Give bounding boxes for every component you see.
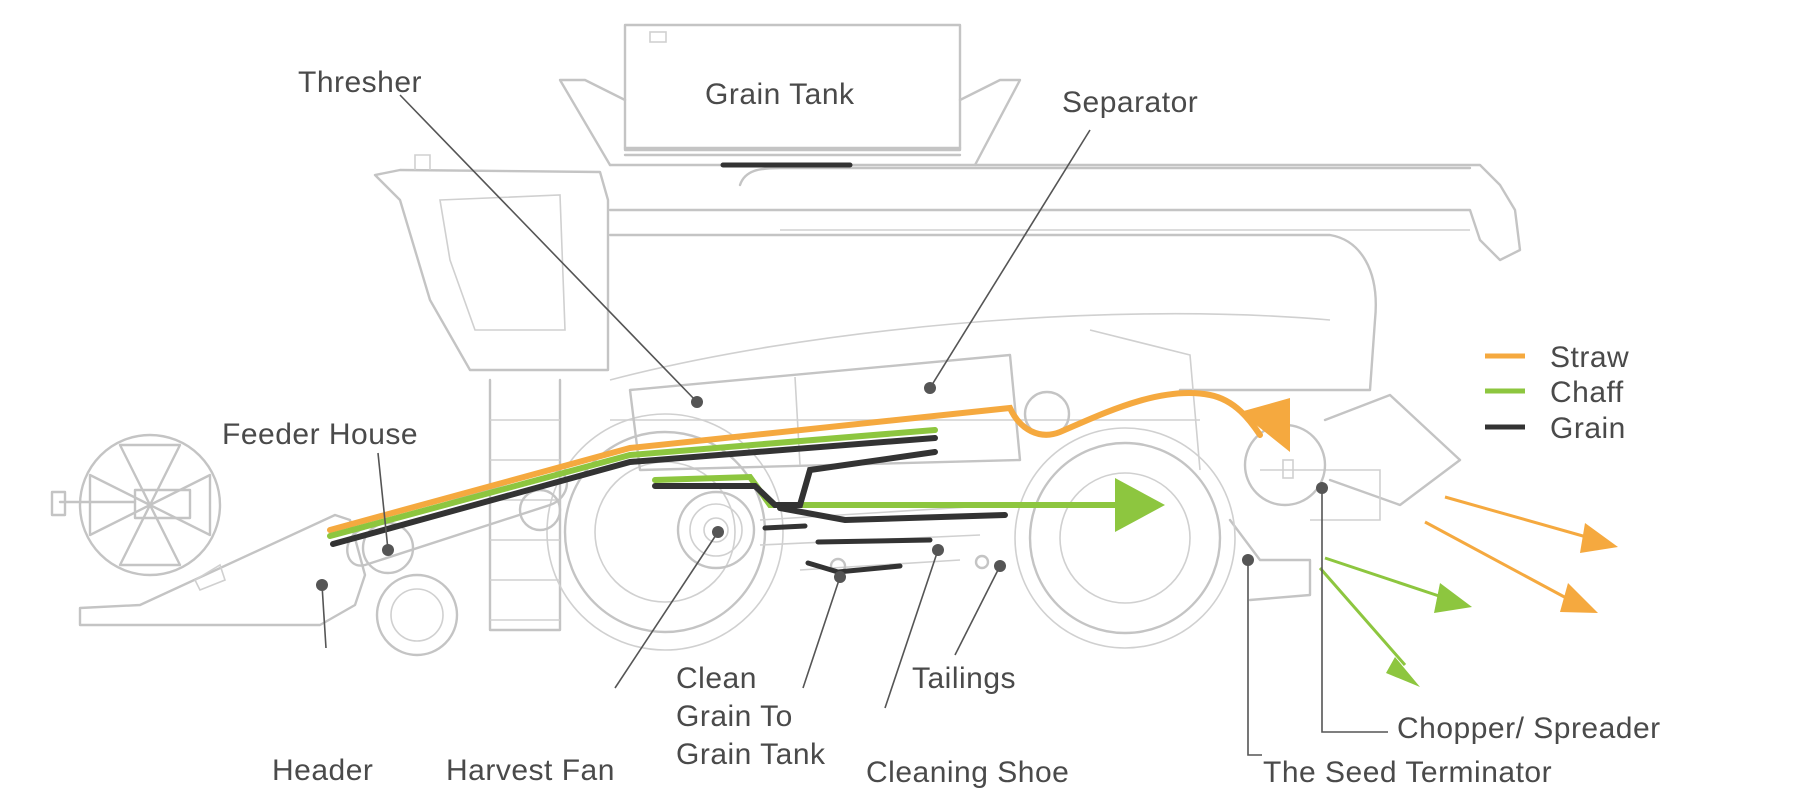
grain-path-top [330, 435, 938, 547]
label-harvest-fan: Harvest Fan [446, 754, 615, 787]
label-grain-tank: Grain Tank [705, 78, 855, 111]
label-feeder-house: Feeder House [222, 418, 418, 451]
grain-path-lower [777, 505, 1008, 524]
label-clean-grain-line2: Grain To [676, 700, 793, 733]
crop-flow [327, 162, 1618, 687]
label-thresher: Thresher [298, 66, 422, 99]
legend-label-grain: Grain [1550, 412, 1626, 445]
chaff-path-top [327, 427, 938, 539]
straw-path [327, 390, 1263, 533]
header-reel [50, 433, 222, 577]
chaff-arrow-main [1115, 478, 1165, 532]
label-chopper-spreader: Chopper/ Spreader [1397, 712, 1661, 745]
straw-arrow-main [1240, 398, 1290, 452]
leader-lines [316, 94, 1388, 756]
label-header: Header [272, 754, 373, 787]
legend: Straw Chaff Grain [1485, 341, 1629, 445]
grain-path-mid [652, 449, 938, 508]
legend-label-straw: Straw [1550, 341, 1629, 374]
header-body [78, 513, 367, 627]
legend-label-chaff: Chaff [1550, 376, 1624, 409]
label-clean-grain-line1: Clean [676, 662, 757, 695]
combine-outline [50, 23, 1522, 657]
label-tailings: Tailings [912, 662, 1016, 695]
label-clean-grain-line3: Grain Tank [676, 738, 826, 771]
cab [373, 168, 610, 372]
label-separator: Separator [1062, 86, 1198, 119]
rear-wheel [1028, 441, 1222, 635]
label-seed-terminator: The Seed Terminator [1263, 756, 1552, 789]
grain-tank-box [623, 23, 962, 152]
labels: Thresher Grain Tank Separator Feeder Hou… [222, 66, 1661, 789]
label-cleaning-shoe: Cleaning Shoe [866, 756, 1069, 789]
front-wheel [563, 430, 767, 634]
